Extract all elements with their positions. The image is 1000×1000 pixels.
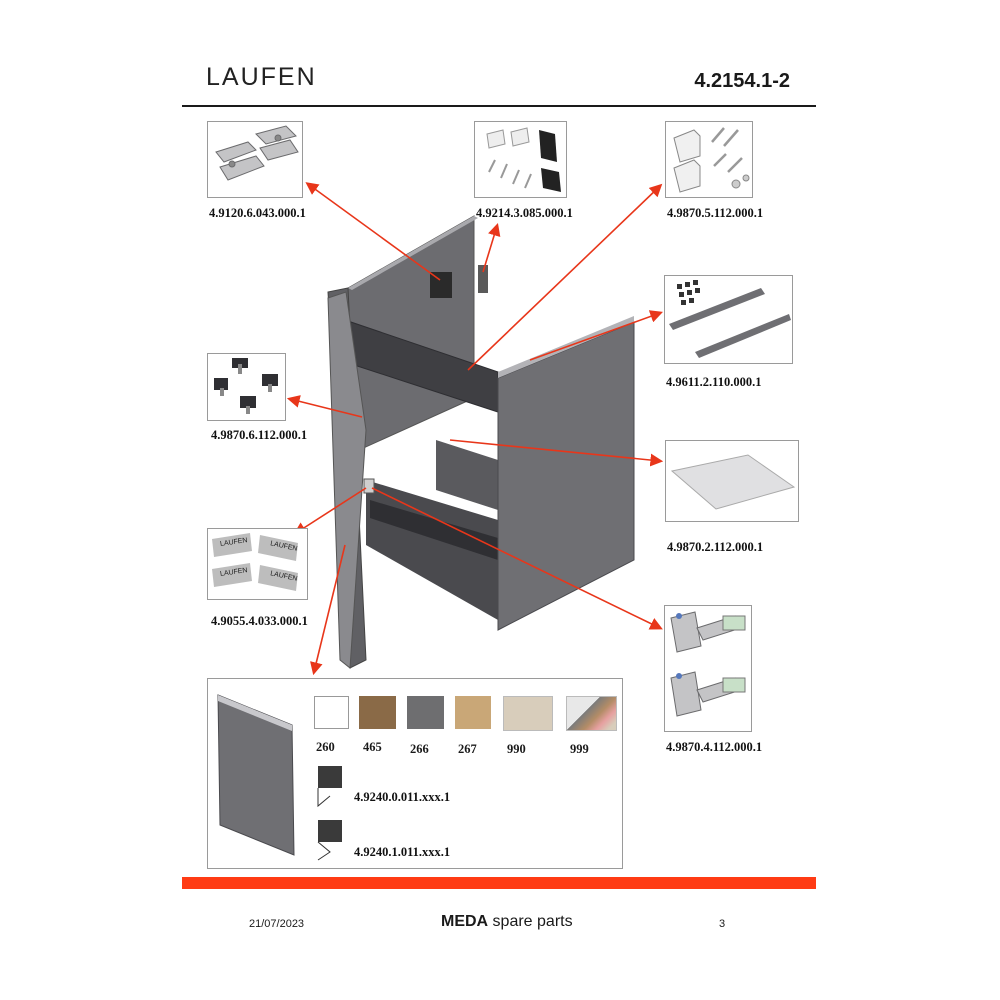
part-thumb-logo-plates: LAUFEN LAUFEN LAUFEN LAUFEN: [207, 528, 308, 600]
part-code: 4.9611.2.110.000.1: [666, 375, 762, 389]
brand-logo: LAUFEN: [206, 63, 317, 91]
color-swatch: [359, 696, 396, 729]
part-code: 4.9214.3.085.000.1: [476, 206, 573, 220]
page-number: 3: [719, 918, 726, 930]
header-rule: [182, 105, 816, 107]
swatch-label: 266: [410, 742, 429, 756]
part-code: 4.9870.4.112.000.1: [666, 740, 763, 754]
part-code: 4.9870.2.112.000.1: [667, 540, 764, 554]
footer-title-bold: MEDA: [441, 913, 489, 930]
door-code: 4.9240.1.011.xxx.1: [354, 845, 451, 859]
color-swatch-multi: [566, 696, 617, 731]
part-thumb-brackets-set: [474, 121, 567, 198]
swatch-label: 267: [458, 742, 477, 756]
part-thumb-fixing-kit: [665, 121, 753, 198]
color-swatch: [455, 696, 491, 729]
part-code: 4.9870.5.112.000.1: [667, 206, 764, 220]
part-thumb-shelf-board: [665, 440, 799, 522]
hinge-icon: [363, 478, 375, 494]
part-thumb-connectors: [207, 353, 286, 421]
color-swatch: [314, 696, 349, 729]
bracket-icon: [430, 272, 452, 298]
door-code: 4.9240.0.011.xxx.1: [354, 790, 451, 804]
cabinet-top-edge: [348, 216, 478, 290]
swatch-label: 990: [507, 742, 526, 756]
door-panel-box: [207, 678, 623, 869]
part-thumb-hinge-plates: [207, 121, 303, 198]
part-code: 4.9055.4.033.000.1: [211, 614, 308, 628]
cabinet-divider: [436, 440, 498, 510]
color-swatch: [407, 696, 444, 729]
swatch-label: 999: [570, 742, 589, 756]
color-swatch: [503, 696, 553, 731]
swatch-label: 260: [316, 740, 335, 754]
part-thumb-rails: [664, 275, 793, 364]
part-code: 4.9870.6.112.000.1: [211, 428, 308, 442]
part-code: 4.9120.6.043.000.1: [209, 206, 306, 220]
accent-bar: [182, 877, 816, 889]
swatch-label: 465: [363, 740, 382, 754]
document-number: 4.2154.1-2: [694, 70, 790, 92]
callout-arrows: [286, 182, 664, 676]
bracket-icon: [478, 265, 488, 293]
part-thumb-hinges: [664, 605, 752, 732]
cabinet-shelf: [370, 500, 498, 560]
footer-date: 21/07/2023: [249, 918, 305, 930]
footer-title-rest: spare parts: [488, 913, 573, 930]
footer-title: MEDA spare parts: [441, 913, 573, 931]
